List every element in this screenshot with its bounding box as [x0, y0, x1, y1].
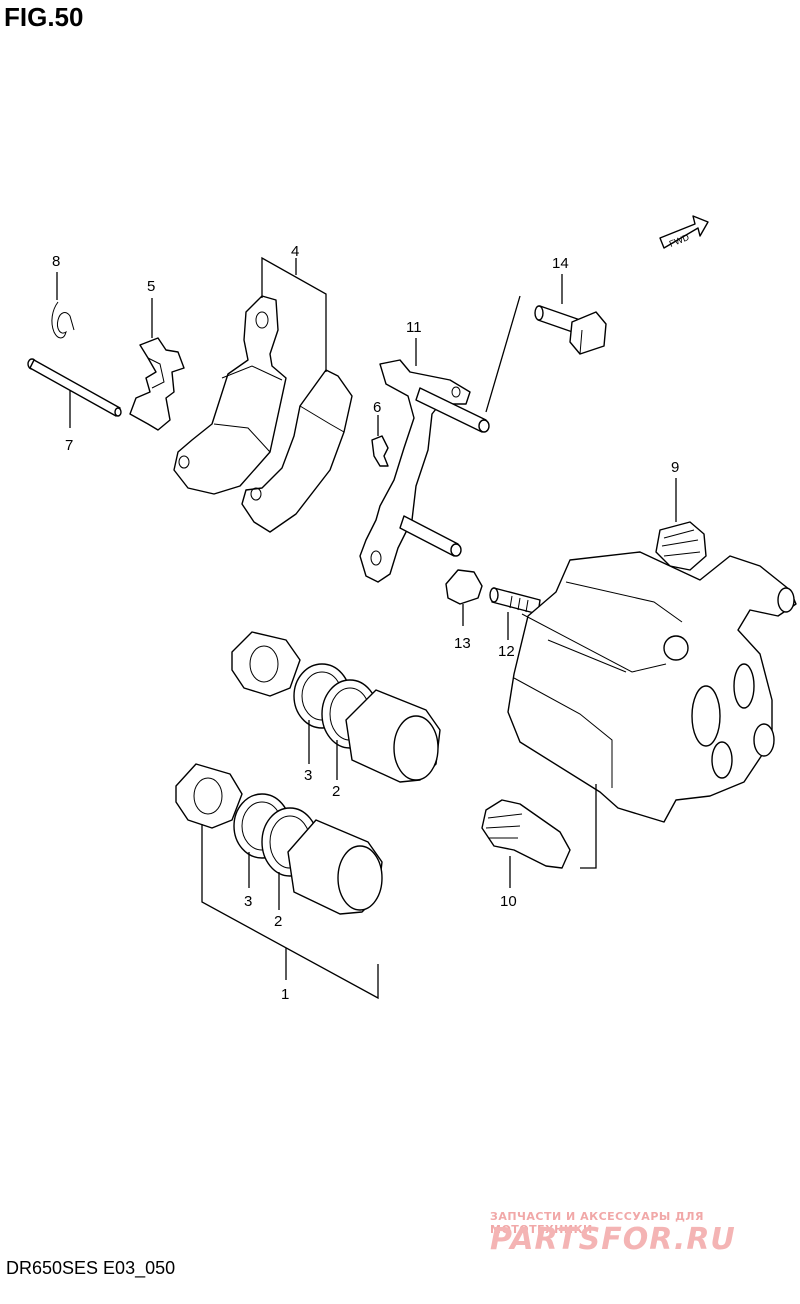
part-4-brake-pads: [173, 256, 353, 533]
callout-3-upper: 3: [304, 767, 312, 784]
part-8-clip: [51, 272, 75, 339]
part-10-fitting: [481, 799, 571, 888]
callout-11: 11: [406, 319, 422, 336]
callout-5: 5: [147, 278, 155, 295]
part-11-bracket: [359, 338, 490, 583]
part-7-pin: [27, 358, 122, 428]
figure-label: FIG.50: [4, 2, 84, 32]
piston-set-upper: [231, 631, 441, 783]
part-14-bolt: [485, 274, 607, 413]
watermark-brand: PARTSFOR.RU: [490, 1222, 736, 1257]
callout-2-lower: 2: [274, 913, 282, 930]
callout-13: 13: [454, 635, 471, 652]
fwd-arrow-icon: FWD: [659, 215, 709, 249]
callout-12: 12: [498, 643, 515, 660]
model-code: DR650SES E03_050: [6, 1258, 176, 1278]
callout-1: 1: [281, 986, 289, 1003]
part-5-pad-spring: [129, 298, 185, 431]
part-1-leader: [201, 824, 379, 1000]
piston-set-lower: [175, 763, 383, 915]
callout-6: 6: [373, 399, 381, 416]
callout-14: 14: [552, 255, 569, 272]
part-12-bleeder: [489, 587, 541, 640]
callout-2-upper: 2: [332, 783, 340, 800]
part-6-clip: [371, 415, 389, 467]
callout-7: 7: [65, 437, 73, 454]
part-13-cap: [445, 569, 483, 626]
part-9-boot: [655, 478, 707, 571]
callout-8: 8: [52, 253, 60, 270]
callout-3-lower: 3: [244, 893, 252, 910]
caliper-body: [507, 551, 797, 869]
callout-4: 4: [291, 243, 299, 260]
callout-9: 9: [671, 459, 679, 476]
callout-10: 10: [500, 893, 517, 910]
watermark-tagline: ЗАПЧАСТИ И АКСЕССУАРЫ ДЛЯ МОТОТЕХНИКИ: [490, 1210, 705, 1236]
